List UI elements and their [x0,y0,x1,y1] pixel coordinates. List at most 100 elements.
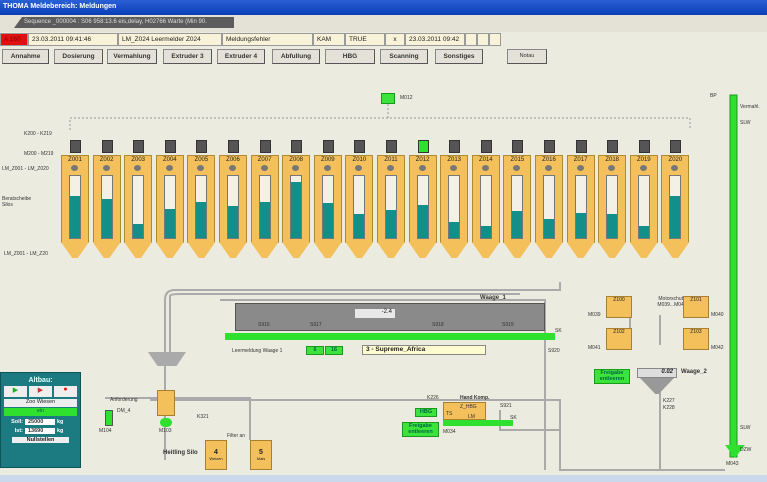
nav-button-extruder-4[interactable]: Extruder 4 [217,49,265,64]
alarm-cell[interactable] [465,33,477,46]
silo-z007[interactable]: Z007 [250,155,280,260]
alarm-cell[interactable] [489,33,501,46]
nav-button-sonstiges[interactable]: Sonstiges [435,49,483,64]
silo-name: Z008 [289,157,304,163]
silo-z005[interactable]: Z005 [186,155,216,260]
hopper-z102[interactable]: Z102 [606,328,632,350]
notaus-button[interactable]: Notau [507,49,547,64]
alarm-flag[interactable]: x [385,33,405,46]
hbg-release-button[interactable]: Freigabe entleeren [402,422,439,437]
silo-motor[interactable] [259,140,271,153]
silo-z001[interactable]: Z001 [60,155,90,260]
slide-s919[interactable]: S919 [502,322,514,328]
slide-s918[interactable]: S918 [432,322,444,328]
nav-button-extruder-3[interactable]: Extruder 3 [163,49,212,64]
silo-z011[interactable]: Z011 [376,155,406,260]
slide-s917[interactable]: S917 [310,322,322,328]
silo-motor[interactable] [638,140,650,153]
silo-z006[interactable]: Z006 [218,155,248,260]
silo-motor[interactable] [512,140,524,153]
hopper-z103[interactable]: Z103 [683,328,709,350]
motor-m012-icon[interactable] [381,93,395,104]
waage2-release-button[interactable]: Freigabe entleeren [594,369,630,384]
m103-motor[interactable] [160,418,172,427]
play-button[interactable]: ▶ [4,386,27,397]
hbg-button[interactable]: HBG [415,408,437,417]
silo-z010[interactable]: Z010 [344,155,374,260]
nav-button-annahme[interactable]: Annahme [2,49,49,64]
hbg-motor: M034 [443,429,456,435]
nav-button-scanning[interactable]: Scanning [380,49,428,64]
k321-label: K321 [197,414,209,420]
ist-label: Ist: [14,428,23,434]
m104-motor[interactable] [105,410,113,426]
silo-motor[interactable] [386,140,397,153]
silo-z002[interactable]: Z002 [92,155,122,260]
silo-motor[interactable] [544,140,555,153]
alarm-cell[interactable] [477,33,489,46]
silo-motor[interactable] [70,140,81,153]
alarm-button[interactable]: ● [54,386,77,397]
step-button[interactable]: ▶ [29,386,52,397]
silo-motor[interactable] [133,140,145,153]
slide-s920[interactable]: S920 [548,348,560,354]
silo-z019[interactable]: Z019 [629,155,659,260]
silo-z014[interactable]: Z014 [471,155,501,260]
recipe-field[interactable]: 3 - Supreme_Africa [362,345,486,355]
alarm-message[interactable]: LM_Z024 Leermelder Z024 [118,33,222,46]
silo-z015[interactable]: Z015 [502,155,532,260]
anforderung-label: Anforderung [110,397,138,403]
hopper-z100[interactable]: Z100 [606,296,632,318]
alarm-value[interactable]: TRUE [345,33,385,46]
silo-motor[interactable] [322,140,334,153]
silo-motor[interactable] [417,140,429,153]
silo-level-gauge [100,175,113,239]
hopper-name: Z103 [690,329,702,335]
silo-z004[interactable]: Z004 [155,155,185,260]
silo-motor[interactable] [354,140,366,153]
silo-z018[interactable]: Z018 [597,155,627,260]
hbg-box[interactable]: Z_HBG TS LM [443,402,486,420]
alarm-ack-time[interactable]: 23.03.2011 09:42 [405,33,465,46]
silo-motor[interactable] [480,140,492,153]
nav-button-hbg[interactable]: HBG [325,49,375,64]
silo-motor[interactable] [449,140,461,153]
silo-z012[interactable]: Z012 [408,155,438,260]
silo-motor[interactable] [575,140,587,153]
alarm-time[interactable]: 23.03.2011 09:41:46 [28,33,118,46]
silo-z009[interactable]: Z009 [313,155,343,260]
silo-motor[interactable] [670,140,682,153]
silo-motor[interactable] [228,140,239,153]
slide-s916[interactable]: S916 [258,322,270,328]
alarm-source[interactable]: KAM [313,33,345,46]
silo-z003[interactable]: Z003 [123,155,153,260]
hopper-z101[interactable]: Z101 [683,296,709,318]
silo-z017[interactable]: Z017 [566,155,596,260]
silo-level-fill [449,221,460,238]
reset-button[interactable]: Nullstellen [12,437,69,443]
silo-z016[interactable]: Z016 [534,155,564,260]
silo-name: Z019 [636,157,651,163]
silo-level-gauge [543,175,555,239]
nav-button-vermahlung[interactable]: Vermahlung [107,49,157,64]
motor-label: M042 [711,345,724,351]
silo-motor[interactable] [101,140,113,153]
silo-z008[interactable]: Z008 [281,155,311,260]
alarm-code[interactable]: A 160 [0,33,28,46]
silo-motor[interactable] [164,140,176,153]
soll-field[interactable]: 25000 [25,419,55,425]
silo-motor[interactable] [607,140,619,153]
silo-motor[interactable] [196,140,208,153]
nav-button-dosierung[interactable]: Dosierung [54,49,103,64]
silo-z020[interactable]: Z020 [660,155,690,260]
m103-bin[interactable] [157,390,175,416]
silo-z013[interactable]: Z013 [439,155,469,260]
silo-motor[interactable] [291,140,303,153]
silo-cone [92,242,121,258]
waage2-title: Waage_2 [681,369,707,375]
nav-button-abfullung[interactable]: Abfullung [272,49,320,64]
hbg-box-label: Z_HBG [460,404,477,410]
alarm-type[interactable]: Meldungsfehler [222,33,313,46]
